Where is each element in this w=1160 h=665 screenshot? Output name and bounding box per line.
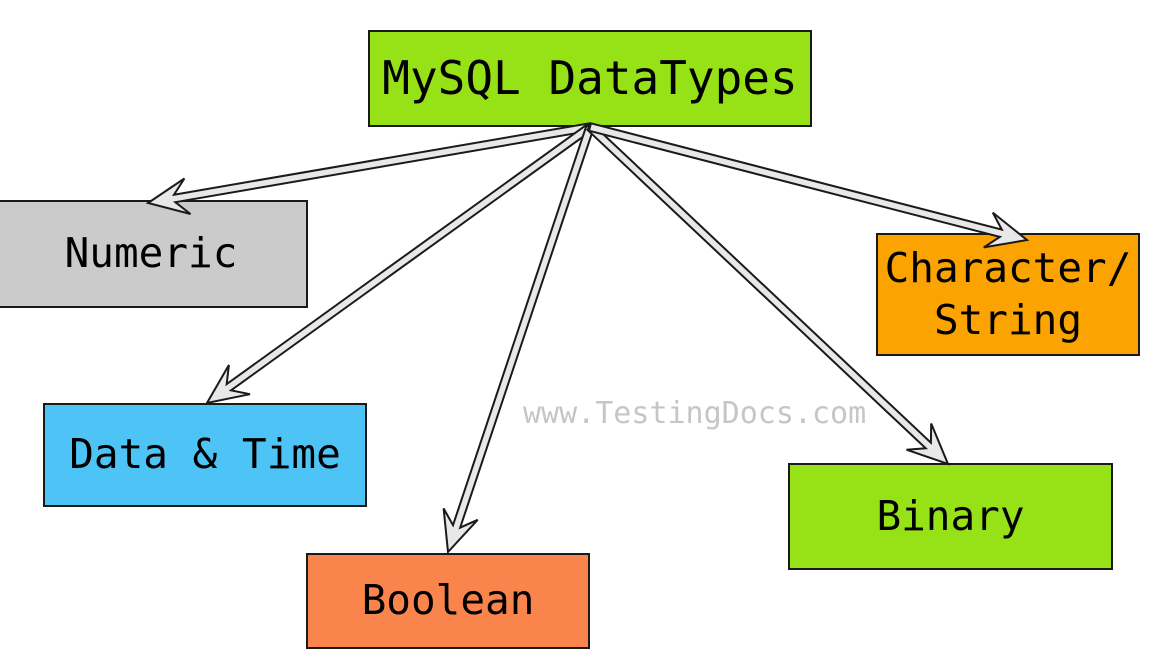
node-mysql-datatypes: MySQL DataTypes [368,30,812,127]
watermark: www.TestingDocs.com [523,396,867,431]
node-numeric: Numeric [0,200,308,308]
node-boolean: Boolean [306,553,590,649]
node-label-character-string: Character/ String [884,244,1132,344]
node-binary: Binary [788,463,1113,570]
edge-arrow-boolean [442,124,595,555]
node-date-time: Data & Time [43,403,367,507]
edge-arrow-character-string [587,122,1030,249]
node-label-mysql-datatypes: MySQL DataTypes [382,50,798,105]
node-label-binary: Binary [876,491,1025,540]
node-label-boolean: Boolean [361,576,535,625]
node-label-date-time: Data & Time [69,430,341,479]
node-label-numeric: Numeric [64,229,238,278]
node-character-string: Character/ String [876,233,1140,356]
